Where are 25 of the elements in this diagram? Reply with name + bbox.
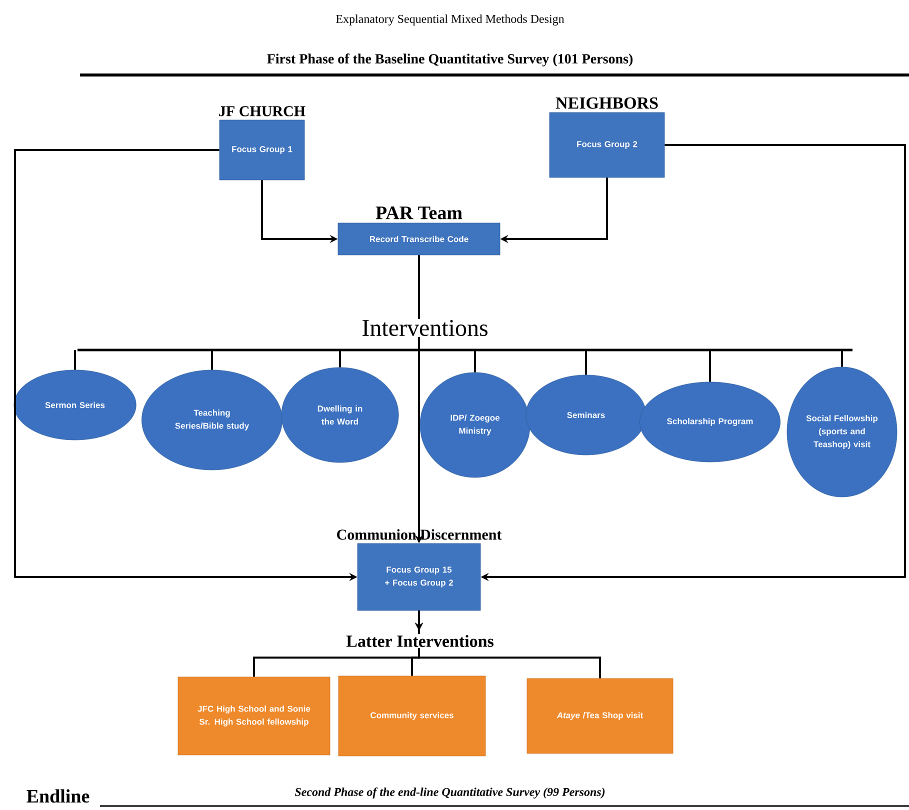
title: Explanatory Sequential Mixed Methods Design — [336, 14, 564, 26]
section-heading: Latter Interventions — [345, 634, 495, 648]
connector-line — [474, 350, 476, 372]
connector-line — [211, 350, 213, 370]
connector-line — [585, 350, 587, 375]
node-heading: PAR Team — [376, 206, 462, 220]
process-box: Focus Group 2 — [549, 112, 665, 178]
section-heading: Interventions — [360, 318, 490, 338]
process-box: Focus Group 15 + Focus Group 2 — [357, 543, 481, 611]
process-box: Record Transcribe Code — [338, 222, 500, 256]
intervention-box: Community services — [338, 676, 486, 756]
node-heading: Communion Discernment — [337, 529, 502, 540]
connector-line — [74, 350, 76, 370]
intervention-box: JFC High School and Sonie Sr. High School fellowship — [178, 676, 330, 756]
connector-line — [339, 350, 341, 368]
phase-heading: Second Phase of the end-line Quantitative Survey (99 Persons) — [294, 786, 606, 800]
section-heading: Endline — [25, 788, 91, 804]
intervention-box: Ataye /Tea Shop visit — [526, 678, 674, 754]
connector-line — [841, 350, 843, 367]
node-heading: JF CHURCH — [219, 106, 306, 116]
connector-line — [709, 350, 711, 382]
node-heading: NEIGHBORS — [556, 97, 658, 109]
phase-heading: First Phase of the Baseline Quantitative Survey (101 Persons) — [266, 52, 634, 68]
bus-bar — [78, 348, 852, 352]
process-box: Focus Group 1 — [219, 120, 305, 180]
